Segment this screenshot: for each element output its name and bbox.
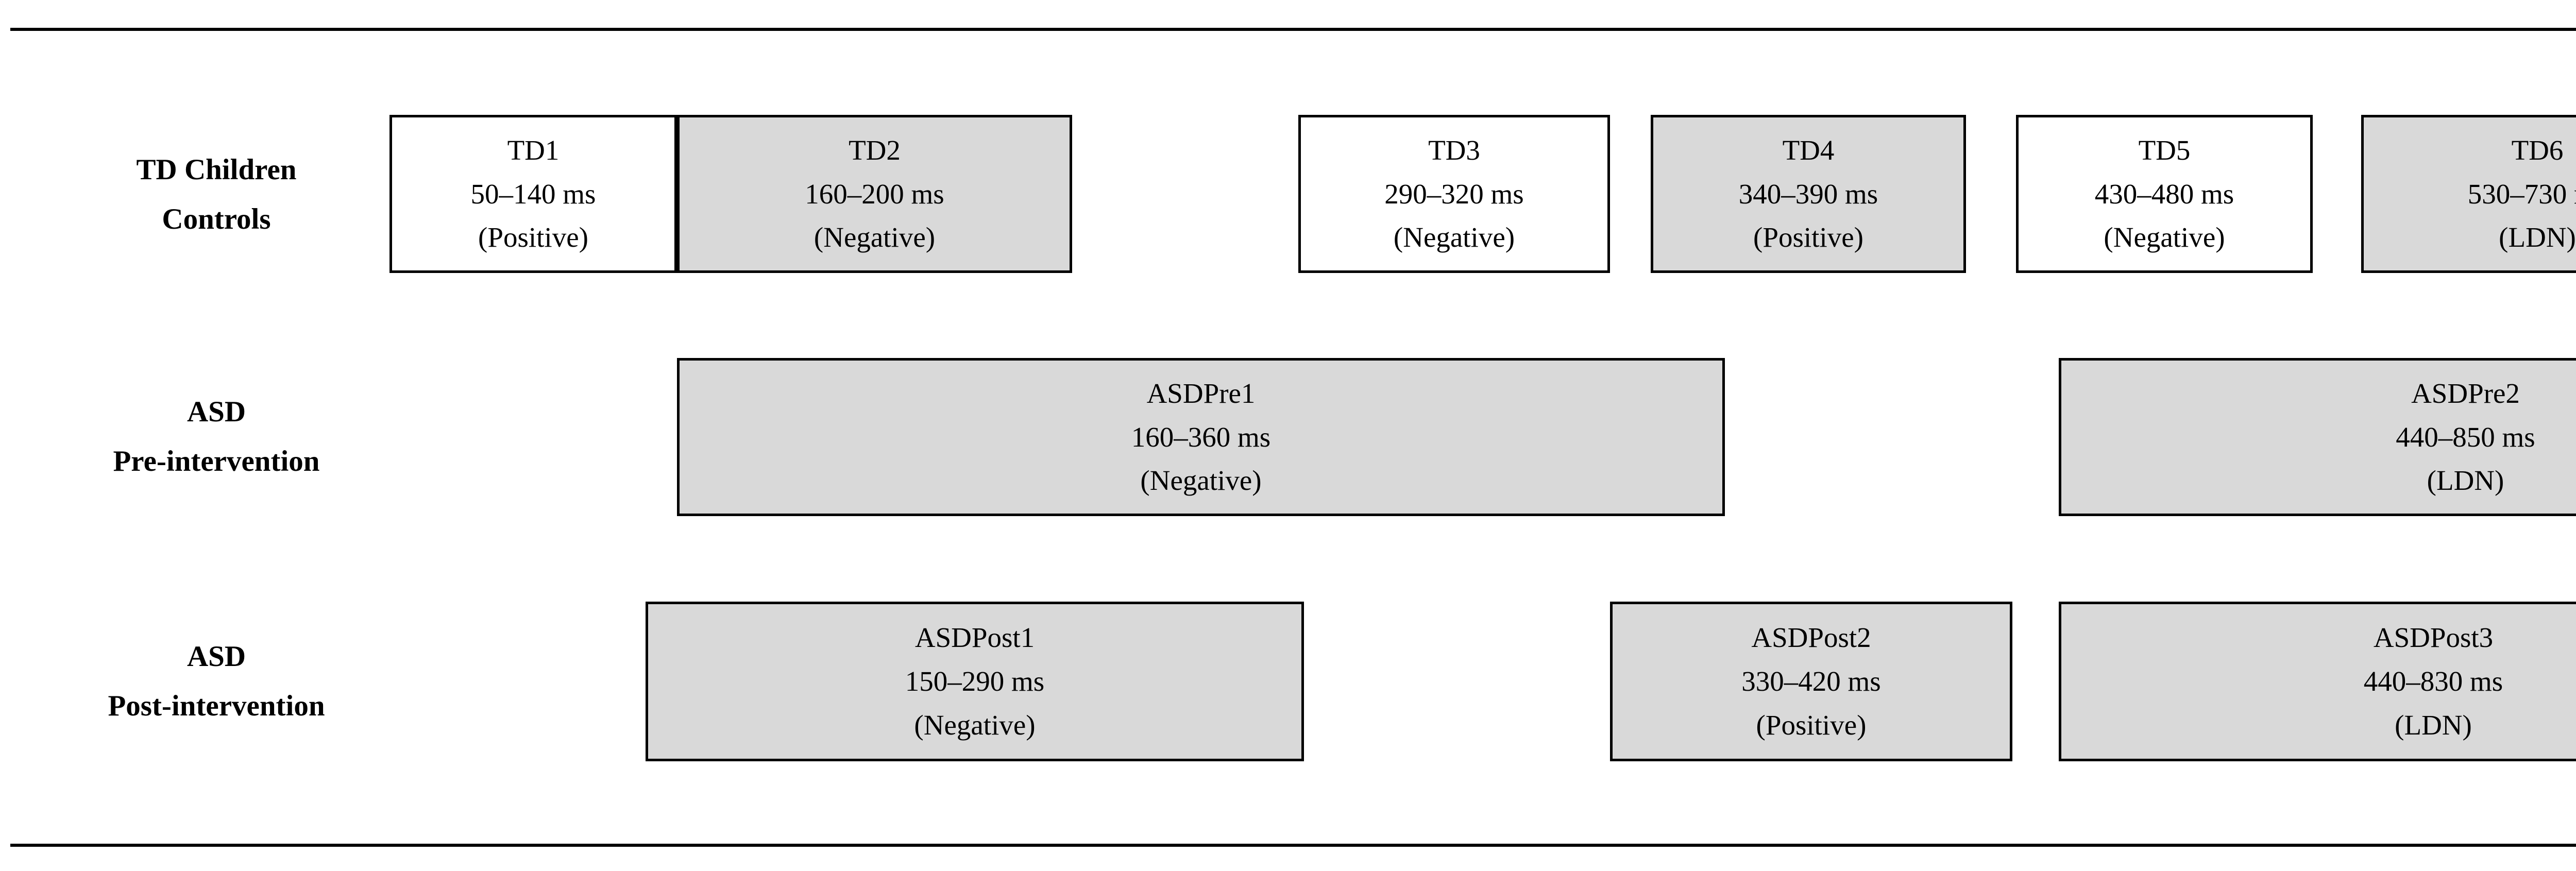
time-range: 290–320 ms — [1384, 178, 1524, 210]
polarity-label: (LDN) — [2395, 709, 2472, 741]
component-name: TD5 — [2138, 134, 2191, 166]
row-label-asd-pre: ASD Pre-intervention — [41, 387, 392, 486]
time-window-box-asdpost3: ASDPost3 440–830 ms (LDN) — [2059, 602, 2576, 761]
time-range: 150–290 ms — [905, 665, 1045, 697]
bottom-rule — [10, 844, 2576, 847]
time-range: 430–480 ms — [2094, 178, 2234, 210]
row-label-line: Post-intervention — [108, 690, 325, 722]
component-name: TD3 — [1428, 134, 1480, 166]
time-window-box-asdpost1: ASDPost1 150–290 ms (Negative) — [646, 602, 1304, 761]
component-name: TD4 — [1782, 134, 1835, 166]
time-window-box-td3: TD3 290–320 ms (Negative) — [1298, 115, 1610, 273]
polarity-label: (Positive) — [478, 221, 588, 253]
polarity-label: (Positive) — [1756, 709, 1867, 741]
time-range: 530–730 ms — [2467, 178, 2576, 210]
row-label-line: TD Children — [136, 153, 297, 186]
component-name: ASDPre2 — [2411, 377, 2520, 409]
component-name: TD2 — [849, 134, 901, 166]
polarity-label: (Negative) — [814, 221, 936, 253]
time-window-box-td5: TD5 430–480 ms (Negative) — [2016, 115, 2313, 273]
time-window-box-asdpre1: ASDPre1 160–360 ms (Negative) — [677, 358, 1725, 516]
polarity-label: (Negative) — [1393, 221, 1515, 253]
time-window-box-td1: TD1 50–140 ms (Positive) — [389, 115, 677, 273]
row-label-asd-post: ASD Post-intervention — [41, 632, 392, 731]
component-name: ASDPost2 — [1751, 622, 1871, 654]
time-range: 50–140 ms — [470, 178, 596, 210]
component-name: ASDPre1 — [1146, 377, 1256, 409]
polarity-label: (Positive) — [1753, 221, 1863, 253]
row-label-line: Pre-intervention — [113, 445, 320, 477]
row-label-line: ASD — [187, 396, 246, 428]
time-range: 440–830 ms — [2363, 665, 2503, 697]
time-window-box-asdpre2: ASDPre2 440–850 ms (LDN) — [2059, 358, 2576, 516]
time-range: 330–420 ms — [1741, 665, 1881, 697]
time-window-box-td4: TD4 340–390 ms (Positive) — [1651, 115, 1966, 273]
time-window-box-td2: TD2 160–200 ms (Negative) — [677, 115, 1072, 273]
time-range: 160–360 ms — [1131, 421, 1271, 453]
time-window-box-asdpost2: ASDPost2 330–420 ms (Positive) — [1610, 602, 2012, 761]
time-range: 160–200 ms — [805, 178, 944, 210]
polarity-label: (LDN) — [2499, 221, 2576, 253]
top-rule — [10, 28, 2576, 31]
component-name: TD6 — [2511, 134, 2564, 166]
polarity-label: (Negative) — [1140, 465, 1262, 497]
component-name: ASDPost1 — [914, 622, 1035, 654]
component-name: ASDPost3 — [2373, 622, 2494, 654]
component-name: TD1 — [507, 134, 560, 166]
time-range: 440–850 ms — [2396, 421, 2535, 453]
polarity-label: (Negative) — [914, 709, 1036, 741]
polarity-label: (LDN) — [2427, 465, 2504, 497]
time-range: 340–390 ms — [1738, 178, 1878, 210]
row-label-line: ASD — [187, 640, 246, 673]
time-window-box-td6: TD6 530–730 ms (LDN) — [2361, 115, 2576, 273]
row-label-line: Controls — [162, 203, 271, 235]
polarity-label: (Negative) — [2104, 221, 2225, 253]
